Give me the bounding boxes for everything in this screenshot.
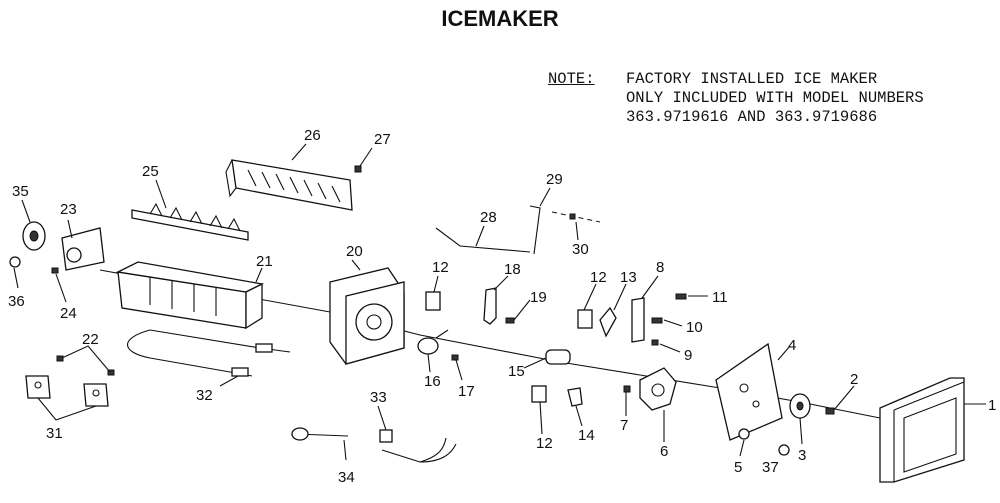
callout-32: 32 <box>196 387 213 404</box>
callout-numbers: 1 2 3 4 5 6 7 8 9 10 11 12 12 12 13 14 1… <box>8 127 996 486</box>
callout-24: 24 <box>60 305 77 322</box>
callout-31: 31 <box>46 425 63 442</box>
callout-19: 19 <box>530 289 547 306</box>
leader-lines <box>13 143 986 461</box>
page-title: ICEMAKER <box>441 6 559 31</box>
callout-5: 5 <box>734 459 742 476</box>
part-13-lever <box>599 306 617 338</box>
part-30-spring <box>551 211 601 223</box>
callout-6: 6 <box>660 443 668 460</box>
part-15-thermostat <box>545 349 571 365</box>
part-18-shutoff-arm <box>483 287 497 325</box>
note-line-3: 363.9719616 AND 363.9719686 <box>626 108 878 126</box>
callout-36: 36 <box>8 293 25 310</box>
part-24-screw <box>51 267 59 274</box>
part-14-clip <box>567 387 583 407</box>
part-35-gear <box>22 221 46 251</box>
part-28-shutoff-rod <box>435 227 531 253</box>
callout-34: 34 <box>338 469 355 486</box>
part-33-connector <box>379 429 393 443</box>
part-8-bracket <box>631 297 645 343</box>
callout-30: 30 <box>572 241 589 258</box>
callout-35: 35 <box>12 183 29 200</box>
part-37-nut <box>778 444 790 456</box>
part-23-mold-heater-housing <box>61 227 105 271</box>
note-label: NOTE: <box>548 70 595 88</box>
part-9-screw <box>651 339 659 346</box>
callout-37: 37 <box>762 459 779 476</box>
note-line-2: ONLY INCLUDED WITH MODEL NUMBERS <box>626 89 924 107</box>
callout-11: 11 <box>712 289 728 306</box>
callout-12-middle: 12 <box>590 269 607 286</box>
callout-27: 27 <box>374 131 391 148</box>
callout-17: 17 <box>458 383 475 400</box>
part-12-switch-middle <box>577 309 593 329</box>
callout-33: 33 <box>370 389 387 406</box>
callout-9: 9 <box>684 347 692 364</box>
part-32-fill-tube-heater <box>127 329 291 377</box>
part-12-switch-lower <box>531 385 547 403</box>
part-12-switch-upper <box>425 291 441 311</box>
part-36-washer <box>9 256 21 268</box>
callout-25: 25 <box>142 163 159 180</box>
callout-22: 22 <box>82 331 99 348</box>
note-block: NOTE: FACTORY INSTALLED ICE MAKER ONLY IN… <box>548 70 924 127</box>
part-1-front-cover <box>879 377 965 483</box>
note-line-1: FACTORY INSTALLED ICE MAKER <box>626 70 878 88</box>
part-17-screw <box>451 354 459 361</box>
callout-7: 7 <box>620 417 628 434</box>
part-3-knob <box>789 393 811 419</box>
part-5-screw <box>738 428 750 440</box>
part-26-ice-stripper <box>225 159 353 211</box>
callout-29: 29 <box>546 171 563 188</box>
part-7-screw <box>623 385 631 393</box>
callout-28: 28 <box>480 209 497 226</box>
part-4-mounting-plate <box>715 342 783 441</box>
part-2-screw <box>825 407 835 415</box>
callout-1: 1 <box>988 397 996 414</box>
callout-2: 2 <box>850 371 858 388</box>
part-27-screw <box>354 165 362 173</box>
part-31-brackets <box>25 375 109 407</box>
callout-23: 23 <box>60 201 77 218</box>
callout-4: 4 <box>788 337 796 354</box>
part-16-motor <box>417 329 449 355</box>
callout-12-lower: 12 <box>536 435 553 452</box>
part-21-mold <box>115 261 265 330</box>
callout-26: 26 <box>304 127 321 144</box>
part-11-screw <box>675 293 687 300</box>
callout-14: 14 <box>578 427 595 444</box>
part-10-screw <box>651 317 663 324</box>
callout-21: 21 <box>256 253 273 270</box>
callout-3: 3 <box>798 447 806 464</box>
part-22-screws <box>56 355 115 376</box>
part-6-gear-motor <box>639 367 677 411</box>
callout-8: 8 <box>656 259 664 276</box>
callout-20: 20 <box>346 243 363 260</box>
part-29-rod-bracket <box>529 205 541 255</box>
callout-13: 13 <box>620 269 637 286</box>
callout-18: 18 <box>504 261 521 278</box>
callout-10: 10 <box>686 319 703 336</box>
callout-15: 15 <box>508 363 525 380</box>
part-34-wire-harness <box>291 427 457 463</box>
part-25-ejector <box>131 202 249 241</box>
part-20-motor-module <box>329 267 405 365</box>
callout-16: 16 <box>424 373 441 390</box>
callout-12-upper: 12 <box>432 259 449 276</box>
part-19-screw <box>505 317 515 324</box>
